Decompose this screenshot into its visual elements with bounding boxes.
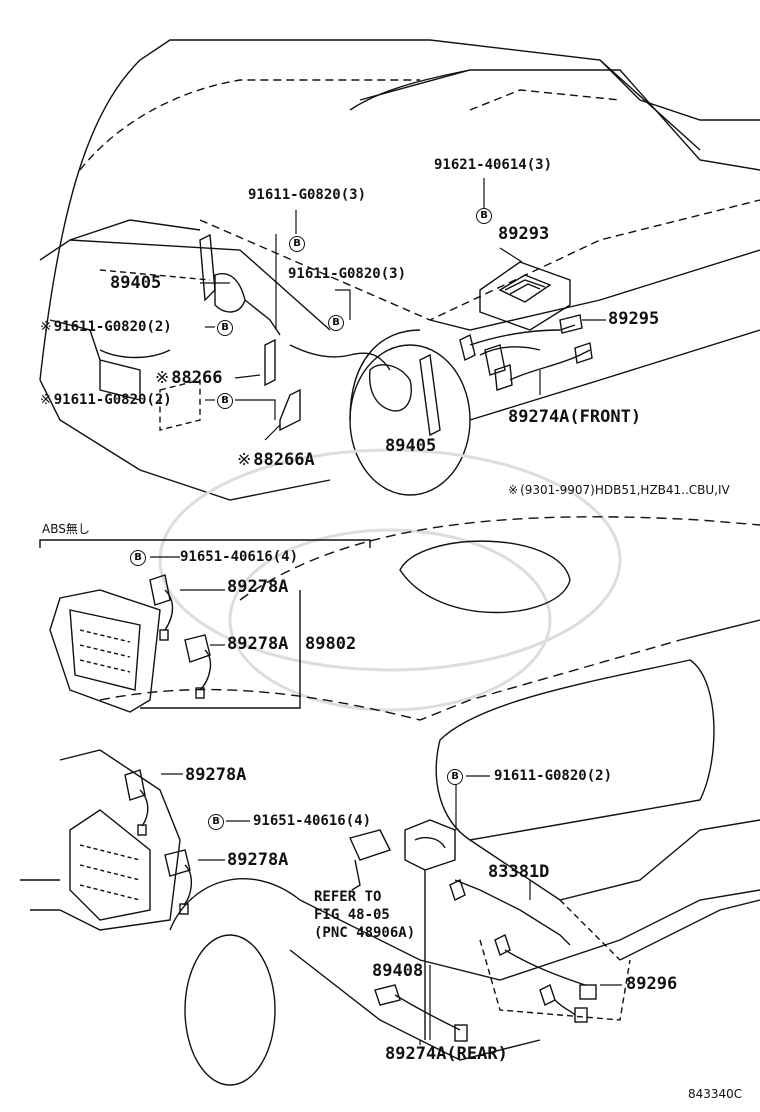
part-label-89296[interactable]: 89296 xyxy=(626,974,678,994)
part-label-88266a[interactable]: 88266A xyxy=(237,452,314,469)
part-label-89405-left[interactable]: 89405 xyxy=(110,273,162,293)
part-label-89802[interactable]: 89802 xyxy=(305,634,357,654)
bolt-symbol-b: B xyxy=(217,393,233,409)
bolt-label-91611-g0820-c[interactable]: 91611-G0820(2) xyxy=(40,320,172,334)
part-label-89278a-1[interactable]: 89278A xyxy=(227,577,289,597)
refer-line-2: FIG 48-05 xyxy=(314,907,390,923)
applicability-note: (9301-9907)HDB51,HZB41..CBU,IV xyxy=(508,484,730,496)
part-label-88266[interactable]: 88266 xyxy=(155,370,222,387)
bolt-label-91611-g0820-d[interactable]: 91611-G0820(2) xyxy=(40,393,172,407)
bolt-label-91621-40614[interactable]: 91621-40614(3) xyxy=(434,157,553,173)
abs-box-caption: ABS無し xyxy=(42,522,90,536)
bolt-label-91611-g0820-a[interactable]: 91611-G0820(3) xyxy=(248,187,367,203)
bolt-symbol-b: B xyxy=(328,315,344,331)
bolt-symbol-b: B xyxy=(447,769,463,785)
part-label-89405-mid[interactable]: 89405 xyxy=(385,436,437,456)
part-label-89295[interactable]: 89295 xyxy=(608,309,660,329)
bolt-label-91611-g0820-e[interactable]: 91611-G0820(2) xyxy=(494,768,613,784)
part-label-89293[interactable]: 89293 xyxy=(498,224,550,244)
bolt-symbol-b: B xyxy=(208,814,224,830)
bolt-symbol-b: B xyxy=(217,320,233,336)
part-label-83381d[interactable]: 83381D xyxy=(488,862,550,882)
bolt-label-91651-40616-b[interactable]: 91651-40616(4) xyxy=(253,813,372,829)
bolt-symbol-b: B xyxy=(289,236,305,252)
refer-line-1: REFER TO xyxy=(314,889,382,905)
part-label-89278a-2[interactable]: 89278A xyxy=(227,634,289,654)
bolt-label-91651-40616-a[interactable]: 91651-40616(4) xyxy=(180,549,299,565)
bolt-symbol-b: B xyxy=(476,208,492,224)
part-label-89408[interactable]: 89408 xyxy=(372,961,424,981)
part-label-89274a-rear[interactable]: 89274A(REAR) xyxy=(385,1044,508,1064)
bolt-label-91611-g0820-b[interactable]: 91611-G0820(3) xyxy=(288,266,407,282)
part-label-89278a-3[interactable]: 89278A xyxy=(185,765,247,785)
figure-id: 843340C xyxy=(688,1087,743,1101)
refer-line-3: (PNC 48906A) xyxy=(314,925,416,941)
bolt-symbol-b: B xyxy=(130,550,146,566)
part-label-89278a-4[interactable]: 89278A xyxy=(227,850,289,870)
part-label-89274a-front[interactable]: 89274A(FRONT) xyxy=(508,407,642,427)
